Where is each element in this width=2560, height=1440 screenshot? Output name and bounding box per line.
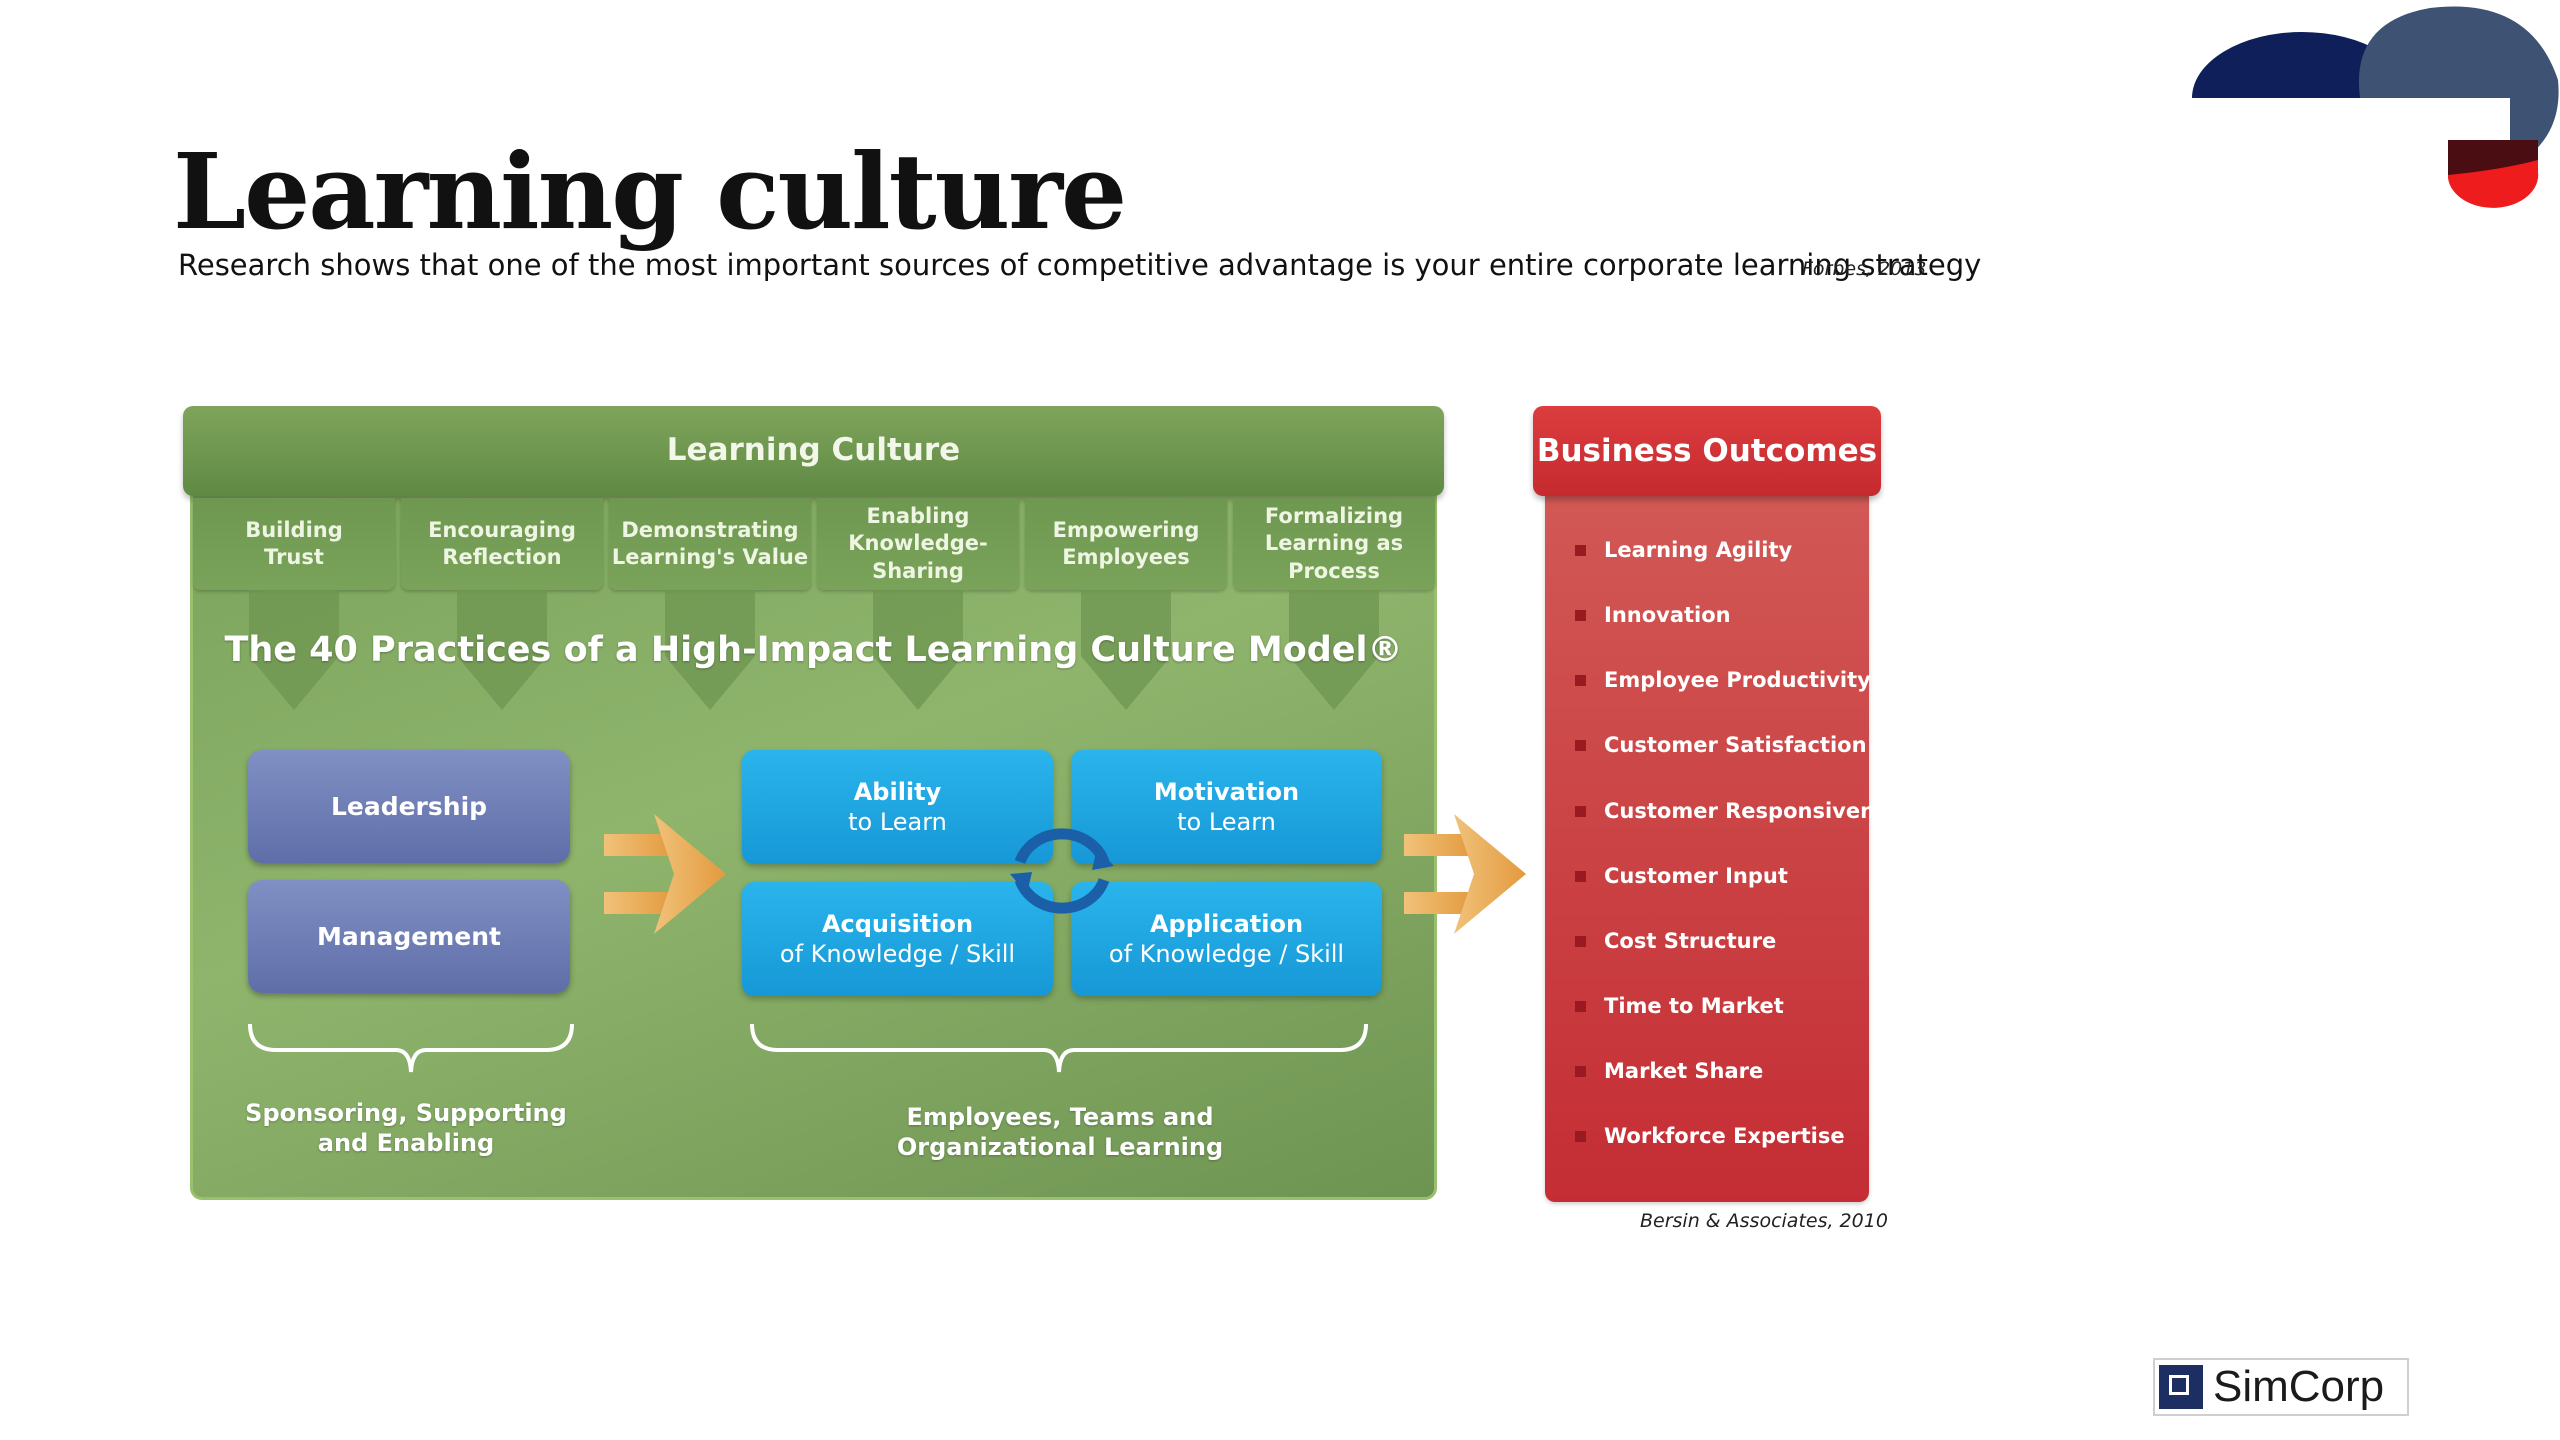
bullet-square-icon — [1575, 935, 1586, 947]
corner-decoration — [2192, 6, 2559, 208]
bullet-square-icon — [1575, 870, 1586, 882]
outcome-item: Time to Market — [1575, 994, 1784, 1018]
bullet-square-icon — [1575, 1065, 1586, 1077]
acquisition-box: Acquisition of Knowledge / Skill — [742, 882, 1053, 996]
bullet-square-icon — [1575, 1130, 1586, 1142]
bullet-square-icon — [1575, 1000, 1586, 1012]
outcomes-source: Bersin & Associates, 2010 — [1640, 1210, 1888, 1232]
bullet-square-icon — [1575, 674, 1586, 686]
arrow-right-icon — [1404, 814, 1526, 934]
outcome-item: Customer Satisfaction — [1575, 733, 1867, 757]
bullet-square-icon — [1575, 739, 1586, 751]
application-box: Application of Knowledge / Skill — [1071, 882, 1382, 996]
outcome-item: Market Share — [1575, 1059, 1763, 1083]
learning-culture-header: Learning Culture — [183, 406, 1444, 496]
outcome-item: Customer Input — [1575, 864, 1788, 888]
model-title: The 40 Practices of a High-Impact Learni… — [224, 630, 1403, 670]
arrow-right-icon — [604, 814, 726, 934]
simcorp-logo-icon — [2159, 1365, 2203, 1409]
outcome-item: Customer Responsiveness — [1575, 799, 1914, 823]
outcome-item: Learning Agility — [1575, 538, 1792, 562]
outcome-item: Innovation — [1575, 603, 1731, 627]
bullet-square-icon — [1575, 805, 1586, 817]
bullet-square-icon — [1575, 609, 1586, 621]
business-outcomes-panel — [1545, 470, 1869, 1202]
simcorp-logo: SimCorp — [2153, 1358, 2409, 1416]
bullet-square-icon — [1575, 544, 1586, 556]
motivation-to-learn-box: Motivation to Learn — [1071, 750, 1382, 864]
slide-title: Learning culture — [173, 130, 1127, 253]
outcome-item: Workforce Expertise — [1575, 1124, 1845, 1148]
subtitle-source: Forbes, 2013 — [1802, 258, 1927, 280]
cycle-arrows-icon — [1010, 828, 1114, 914]
business-outcomes-header: Business Outcomes — [1533, 406, 1881, 496]
outcome-item: Cost Structure — [1575, 929, 1776, 953]
slide-subtitle: Research shows that one of the most impo… — [178, 248, 1982, 282]
simcorp-logo-text: SimCorp — [2213, 1362, 2385, 1411]
outcome-item: Employee Productivity — [1575, 668, 1871, 692]
ability-to-learn-box: Ability to Learn — [742, 750, 1053, 864]
brace-right — [750, 1023, 1368, 1073]
management-box: Management — [248, 880, 570, 993]
leadership-box: Leadership — [248, 750, 570, 863]
brace-left — [248, 1023, 574, 1073]
